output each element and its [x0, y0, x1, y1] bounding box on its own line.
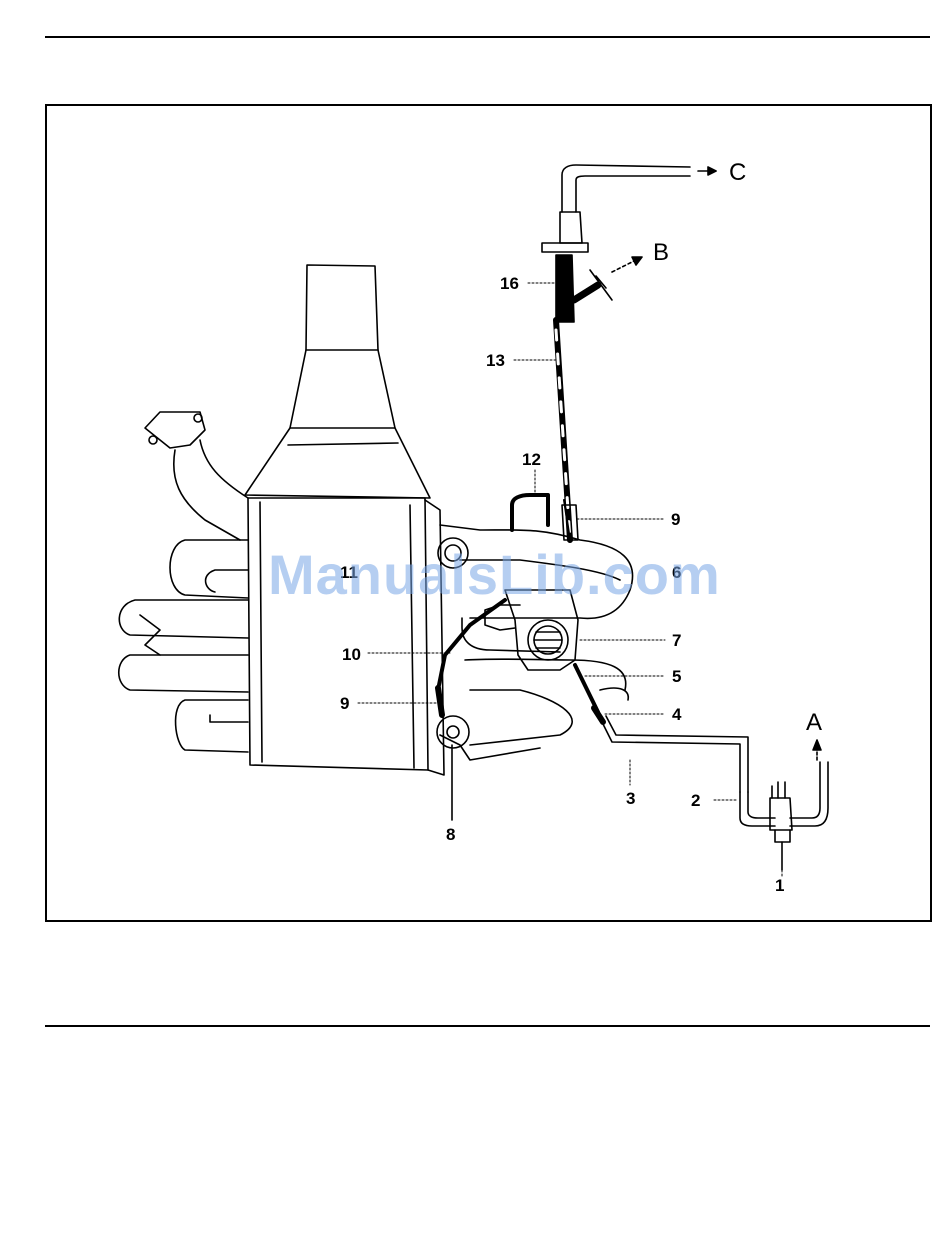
hose-12 — [512, 495, 548, 530]
converter-box — [248, 498, 444, 775]
callout-13: 13 — [486, 351, 505, 370]
pipe-to-c — [562, 165, 716, 212]
callout-3: 3 — [626, 789, 635, 808]
callout-5: 5 — [672, 667, 681, 686]
arrow-to-b — [612, 257, 642, 272]
callout-10: 10 — [342, 645, 361, 664]
flow-label-b: B — [653, 239, 669, 266]
valve-assembly — [740, 740, 828, 870]
callout-1: 1 — [775, 876, 784, 895]
callout-16: 16 — [500, 274, 519, 293]
bottom-rule — [45, 1025, 930, 1027]
watermark: ManualsLib.com — [268, 542, 721, 607]
hose-5 — [575, 665, 598, 712]
tee-16 — [542, 212, 612, 322]
callout-7: 7 — [672, 631, 681, 650]
hose-3 — [600, 716, 748, 792]
flow-label-c: C — [729, 159, 746, 186]
callout-2: 2 — [691, 791, 700, 810]
heat-shield-stack — [245, 265, 430, 498]
callout-9-left: 9 — [340, 694, 349, 713]
hose-13 — [556, 320, 578, 540]
manifold-tubes — [119, 540, 248, 752]
hose-9-left-sleeve — [438, 688, 442, 715]
callout-8: 8 — [446, 825, 455, 844]
exhaust-flange-pipe — [145, 412, 248, 540]
callout-12: 12 — [522, 450, 541, 469]
callout-4: 4 — [672, 705, 682, 724]
callout-9-top: 9 — [671, 510, 680, 529]
flow-label-a: A — [806, 709, 822, 736]
